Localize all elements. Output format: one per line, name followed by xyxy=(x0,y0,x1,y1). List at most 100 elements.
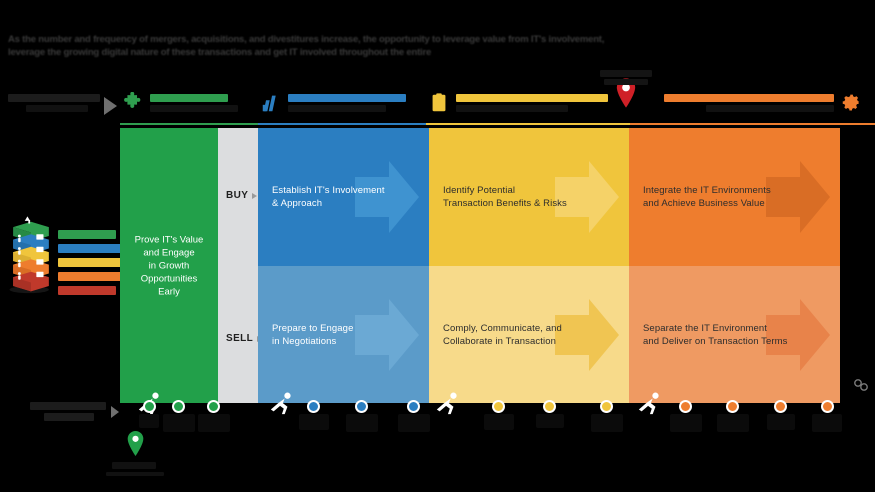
milestone-dot-m1[interactable] xyxy=(143,400,156,413)
milestone-dot-m11[interactable] xyxy=(726,400,739,413)
arrow-shape-icon xyxy=(355,161,419,233)
phase-label-diligence xyxy=(288,94,406,102)
marker-caption xyxy=(600,70,652,77)
milestone-dot-m5[interactable] xyxy=(355,400,368,413)
milestone-caption-m7 xyxy=(484,414,514,430)
phase-header-row xyxy=(0,70,875,125)
stack-label-green xyxy=(58,230,116,239)
marker-caption-2 xyxy=(604,79,648,85)
location-pin-icon xyxy=(615,78,637,108)
row-label-sell-text: SELL xyxy=(226,333,254,344)
runner-icon-orange xyxy=(634,392,664,416)
page-title: As the number and frequency of mergers, … xyxy=(8,33,718,59)
stack-label-red xyxy=(58,286,116,295)
milestone-caption-m11 xyxy=(717,414,749,432)
board-column-green[interactable]: Prove IT's Value and Engage in Growth Op… xyxy=(120,128,218,403)
phase-sublabel-diligence xyxy=(288,105,386,112)
phase-header-transaction[interactable] xyxy=(428,92,608,125)
milestone-dot-m3[interactable] xyxy=(207,400,220,413)
phase-label-strategy xyxy=(8,94,100,102)
cell-label-buy-diligence: Establish IT's Involvement & Approach xyxy=(272,185,385,209)
footer-label xyxy=(30,402,119,421)
runner-icon-yellow xyxy=(432,392,462,416)
milestone-caption-m9 xyxy=(591,414,623,432)
board-column-integration: Integrate the IT Environments and Achiev… xyxy=(629,128,840,403)
corner-marker-icon xyxy=(853,378,869,392)
arrow-shape-icon xyxy=(766,161,830,233)
location-pin-icon-footer xyxy=(126,431,145,456)
phase-board: Prove IT's Value and Engage in Growth Op… xyxy=(120,128,840,403)
cell-buy-diligence[interactable]: Establish IT's Involvement & Approach xyxy=(258,128,429,266)
board-column-rowlabels: BUY SELL xyxy=(218,128,263,403)
milestone-caption-m8 xyxy=(536,414,564,428)
phase-label-growth xyxy=(150,94,228,102)
arrow-shape-icon xyxy=(555,298,619,371)
arrow-marker-icon xyxy=(104,97,117,115)
puzzle-icon xyxy=(122,91,144,114)
milestone-dot-m4[interactable] xyxy=(307,400,320,413)
milestone-caption-m5 xyxy=(346,414,378,432)
phase-header-growth[interactable] xyxy=(122,91,240,125)
cell-label-buy-integration: Integrate the IT Environments and Achiev… xyxy=(643,185,771,209)
footer-label-line2 xyxy=(44,413,94,421)
arrow-marker-icon xyxy=(111,405,119,418)
phase-underline-growth xyxy=(120,123,258,125)
bar-chart-icon xyxy=(260,92,282,114)
phase-label-transaction xyxy=(456,94,608,102)
phase-header-strategy[interactable] xyxy=(8,92,108,125)
layered-blocks-icon xyxy=(6,208,161,300)
footer-pin-caption-line2 xyxy=(106,472,164,476)
phase-header-diligence[interactable] xyxy=(260,92,406,125)
milestone-dot-m12[interactable] xyxy=(774,400,787,413)
arrow-shape-icon xyxy=(355,298,419,371)
footer-pin-caption-line1 xyxy=(112,462,156,469)
board-column-transaction: Identify Potential Transaction Benefits … xyxy=(429,128,629,403)
runner-icon-blue xyxy=(266,392,296,416)
milestone-caption-m12 xyxy=(767,414,795,430)
milestone-caption-m6 xyxy=(398,414,430,432)
cell-label-sell-diligence: Prepare to Engage in Negotiations xyxy=(272,322,354,347)
milestone-dot-m10[interactable] xyxy=(679,400,692,413)
milestone-caption-m10 xyxy=(670,414,702,432)
green-phase-label: Prove IT's Value and Engage in Growth Op… xyxy=(134,234,204,297)
row-label-buy-text: BUY xyxy=(226,190,249,201)
milestone-caption-m1 xyxy=(139,414,159,428)
stack-label-yellow xyxy=(58,258,161,267)
chevron-right-icon xyxy=(252,192,258,199)
milestone-dot-m7[interactable] xyxy=(492,400,505,413)
milestone-footer xyxy=(0,392,875,492)
arrow-shape-icon xyxy=(766,298,830,371)
milestone-caption-m2 xyxy=(163,414,195,432)
stack-label-orange xyxy=(58,272,136,281)
footer-label-line1 xyxy=(30,402,106,410)
cell-sell-transaction[interactable]: Comply, Communicate, and Collaborate in … xyxy=(429,266,629,403)
phase-header-integration[interactable] xyxy=(662,92,862,125)
phase-underline-transaction xyxy=(426,123,630,125)
phase-sublabel-strategy xyxy=(26,105,88,112)
milestone-caption-m13 xyxy=(812,414,842,432)
title-line-2: leverage the growing digital nature of t… xyxy=(8,47,432,58)
milestone-dot-m8[interactable] xyxy=(543,400,556,413)
row-label-buy[interactable]: BUY xyxy=(226,190,258,201)
cell-buy-integration[interactable]: Integrate the IT Environments and Achiev… xyxy=(629,128,840,266)
phase-label-integration xyxy=(664,94,834,102)
row-label-sell[interactable]: SELL xyxy=(226,333,263,344)
cell-sell-integration[interactable]: Separate the IT Environment and Deliver … xyxy=(629,266,840,403)
phase-underline-diligence xyxy=(258,123,426,125)
cell-label-buy-transaction: Identify Potential Transaction Benefits … xyxy=(443,185,567,209)
phase-underline-integration xyxy=(630,123,875,125)
title-line-1: As the number and frequency of mergers, … xyxy=(8,34,605,45)
milestone-caption-m3 xyxy=(198,414,230,432)
cell-sell-diligence[interactable]: Prepare to Engage in Negotiations xyxy=(258,266,429,403)
gear-icon xyxy=(840,92,862,114)
cell-buy-transaction[interactable]: Identify Potential Transaction Benefits … xyxy=(429,128,629,266)
milestone-dot-m13[interactable] xyxy=(821,400,834,413)
milestone-dot-m6[interactable] xyxy=(407,400,420,413)
cell-label-sell-integration: Separate the IT Environment and Deliver … xyxy=(643,322,788,347)
phase-sublabel-growth xyxy=(150,105,238,112)
phase-sublabel-integration xyxy=(706,105,834,112)
milestone-dot-m9[interactable] xyxy=(600,400,613,413)
milestone-dot-m2[interactable] xyxy=(172,400,185,413)
phase-sublabel-transaction xyxy=(456,105,568,112)
